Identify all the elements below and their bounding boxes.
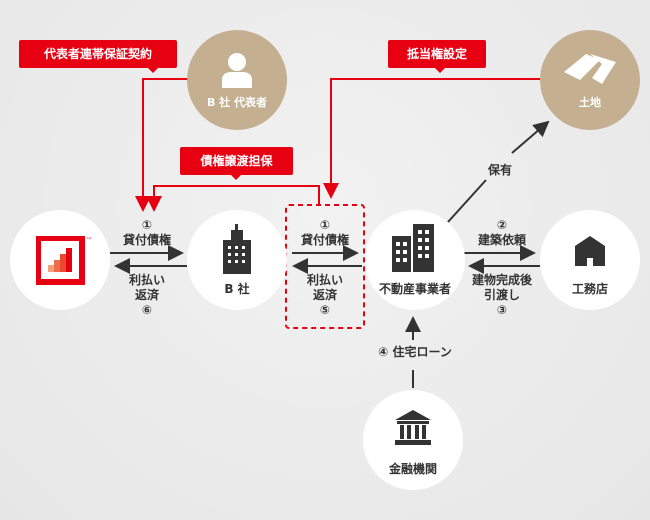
mortgage-tag: 抵当権設定 [388,40,486,68]
own-label: 保有 [487,163,512,177]
brand-logo-icon: ™ [36,236,92,285]
node-bank: 金融機関 [363,390,463,490]
assignment-tag: 債権譲渡担保 [180,147,293,175]
housing-loan-label: ④ 住宅ローン [378,345,452,359]
node-developer: 不動産事業者 [365,210,465,310]
node-builder: 工務店 [540,210,640,310]
assignment-line [153,185,320,210]
building-icon [223,224,251,274]
guarantee-tag: 代表者連帯保証契約 [19,40,177,68]
mortgage-line [323,78,541,199]
office-buildings-icon [392,224,434,272]
node-lender-logo: ™ [10,210,110,310]
land-map-icon [564,54,616,84]
person-icon [222,53,252,88]
svg-text:™: ™ [86,237,92,244]
node-company-b: B 社 [187,210,287,310]
house-icon [575,236,605,266]
guarantee-line [135,78,188,212]
node-land: 土地 [540,30,640,130]
bank-icon [395,410,431,445]
node-representative: B 社 代表者 [187,30,287,130]
